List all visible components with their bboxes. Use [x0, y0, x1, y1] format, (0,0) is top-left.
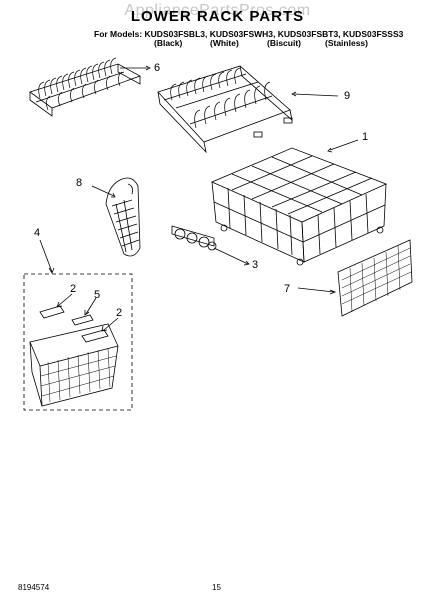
lower-rack-basket-part — [210, 147, 388, 266]
callout-4: 4 — [34, 227, 40, 239]
callout-5: 5 — [94, 289, 100, 301]
callout-6: 6 — [154, 62, 160, 74]
document-number: 8194574 — [18, 583, 50, 592]
callout-9: 9 — [344, 90, 350, 102]
callout-2: 2 — [70, 283, 76, 295]
filter-screen-part — [337, 239, 413, 317]
silverware-basket-part — [23, 273, 133, 411]
tine-row-part — [29, 57, 141, 117]
callout-3: 3 — [252, 259, 258, 271]
color-white: (White) — [210, 38, 239, 48]
callout-1: 1 — [362, 131, 368, 143]
models-line: For Models: KUDS03FSBL3, KUDS03FSWH3, KU… — [94, 29, 404, 39]
dual-tine-rows-part — [157, 65, 293, 154]
roller-carrier-part — [171, 225, 217, 251]
color-black: (Black) — [154, 38, 183, 48]
callout-2: 2 — [116, 307, 122, 319]
callout-8: 8 — [76, 177, 82, 189]
page-number: 15 — [212, 583, 221, 592]
callout-7: 7 — [284, 283, 290, 295]
page-title: LOWER RACK PARTS — [130, 8, 305, 25]
watermark-text: AppliancePartsPros.com — [124, 2, 311, 19]
color-biscuit: (Biscuit) — [267, 38, 301, 48]
small-item-holder-part — [105, 177, 141, 257]
color-stainless: (Stainless) — [325, 38, 368, 48]
